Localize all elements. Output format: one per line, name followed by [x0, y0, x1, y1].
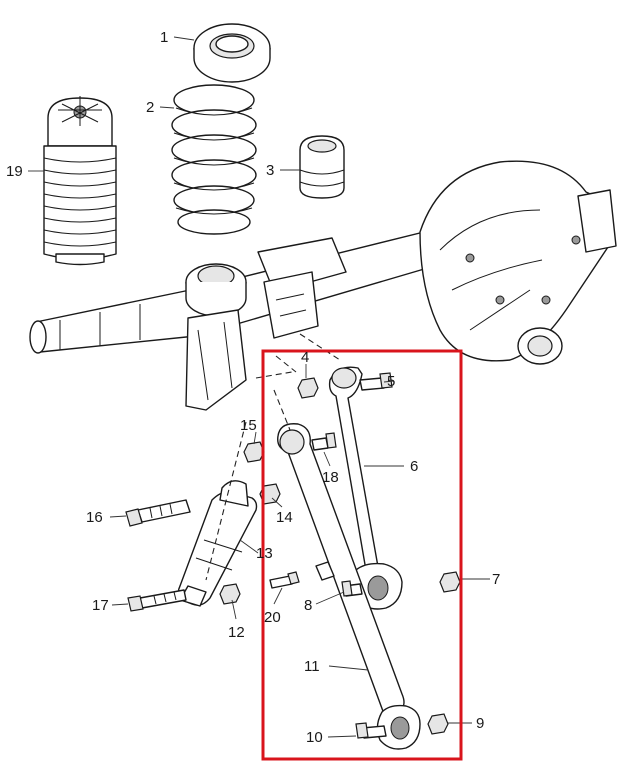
callout-14: 14: [276, 509, 293, 526]
callout-20: 20: [264, 609, 281, 626]
callout-10: 10: [306, 729, 323, 746]
callout-5: 5: [387, 373, 395, 390]
bolt-16: [125, 499, 191, 527]
axle-housing: [29, 160, 617, 411]
bolt-8: [341, 580, 363, 597]
coil-spring: [171, 84, 257, 235]
callout-1: 1: [160, 29, 168, 46]
lower-control-arm: [277, 423, 421, 750]
air-spring: [43, 96, 117, 266]
callout-9: 9: [476, 715, 484, 732]
callout-16: 16: [86, 509, 103, 526]
upper-control-arm: [328, 366, 403, 610]
callout-2: 2: [146, 99, 154, 116]
highlight-box: [261, 349, 463, 761]
callout-17: 17: [92, 597, 109, 614]
nut-4: [297, 377, 319, 399]
jounce-bumper: [299, 135, 345, 199]
callout-7: 7: [492, 571, 500, 588]
nut-9: [427, 713, 449, 735]
callout-6: 6: [410, 458, 418, 475]
callout-15: 15: [240, 417, 257, 434]
callout-8: 8: [304, 597, 312, 614]
callout-labels: 1 2 3 4 5 6 7 8 9 10 11 12 13 14 15 16 1…: [6, 29, 500, 746]
bracket-clip: [315, 561, 335, 581]
nut-12: [219, 583, 241, 605]
callout-3: 3: [266, 162, 274, 179]
bolt-20: [269, 571, 300, 589]
nut-15: [243, 441, 265, 463]
callout-11: 11: [304, 658, 320, 675]
callout-4: 4: [301, 349, 309, 366]
bolt-17: [127, 589, 187, 612]
spring-isolator: [193, 23, 271, 83]
callout-18: 18: [322, 469, 339, 486]
assembly-lines: [205, 333, 341, 581]
leader-lines: [28, 36, 490, 738]
bolt-10: [355, 722, 387, 739]
bolt-18: [311, 432, 337, 451]
callout-19: 19: [6, 163, 23, 180]
callout-13: 13: [256, 545, 273, 562]
bolt-5: [359, 372, 393, 391]
callout-12: 12: [228, 624, 245, 641]
nut-7: [439, 571, 461, 593]
